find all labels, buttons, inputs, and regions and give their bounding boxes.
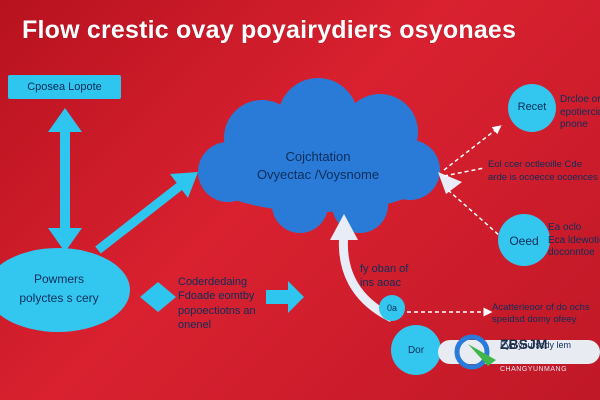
circle-oa — [379, 295, 405, 321]
left-double-arrow — [48, 108, 82, 252]
left-ellipse — [0, 248, 130, 332]
watermark-logo-icon — [454, 334, 496, 370]
top-left-box: Cposea Lopote — [8, 75, 121, 99]
bottom-center-text: fy oban of ins aoac — [360, 262, 408, 291]
bottom-center-line2: ins aoac — [360, 277, 401, 290]
left-ellipse-label: Powmers polyctes s cery — [0, 270, 120, 307]
circle-top-label: Recet — [517, 101, 547, 113]
circle-top-right — [508, 84, 556, 132]
right-text-top-line3: pnone — [560, 119, 588, 130]
middle-right-arrow — [266, 281, 304, 313]
left-ellipse-line1: Powmers — [33, 272, 84, 286]
right-text-bottom-line1: Acatterleoor of do ochs — [492, 302, 590, 313]
middle-text-line4: onenel — [178, 318, 212, 331]
middle-text-block: Coderdedaing Fdoade eomtby popoectiotns … — [178, 275, 256, 332]
bottom-pill — [438, 340, 600, 364]
circle-middle-label: Oeed — [509, 234, 539, 248]
right-text-upper-mid: Eol ccer octleoille Cde arde is ocoecce … — [488, 158, 598, 185]
middle-text-line2: Fdoade eomtby — [178, 290, 255, 303]
right-text-bottom-line2: speidsd domy ofeey — [492, 314, 577, 326]
bottom-center-line1: fy oban of — [360, 263, 409, 275]
cloud-label: Cojchtation Ovyectac /Voysnome — [236, 148, 400, 183]
central-cloud — [198, 78, 440, 233]
circle-bottom-label: Dor — [407, 345, 425, 356]
right-text-lower-mid-line3: doconntoe — [548, 247, 595, 258]
right-text-top-line2: epotiercidae — [560, 106, 600, 118]
cloud-label-line1: Cojchtation — [285, 149, 351, 164]
right-text-upper-mid-line2: arde is ocoecce ocoences — [488, 172, 598, 184]
diagonal-arrow-to-cloud — [95, 172, 198, 254]
right-text-lower-mid-line2: Eca ldewotion — [548, 234, 600, 246]
cloud-side-arrow — [438, 172, 462, 194]
right-text-lower-mid-line1: Ea oclo — [548, 222, 582, 233]
top-left-box-label: Cposea Lopote — [27, 81, 102, 93]
circle-bottom — [391, 325, 441, 375]
diagram-title: Flow crestic ovay poyairydiers osyonaes — [22, 16, 517, 44]
right-text-bottom: Acatterleoor of do ochs speidsd domy ofe… — [492, 302, 590, 327]
watermark-main: ZBSJM — [500, 336, 548, 352]
middle-text-line1: Coderdedaing — [178, 276, 248, 288]
right-text-top: Drcloe or epotiercidae pnone — [560, 94, 600, 132]
right-text-top-line1: Drcloe or — [560, 94, 600, 105]
middle-text-line3: popoectiotns an — [178, 304, 256, 317]
circle-middle-right — [498, 214, 550, 266]
right-text-lower-mid: Ea oclo Eca ldewotion doconntoe — [548, 222, 600, 260]
left-ellipse-line2: polyctes s cery — [19, 290, 99, 305]
cloud-label-line2: Ovyectac /Voysnome — [256, 166, 380, 182]
circle-oa-label: 0a — [386, 303, 397, 313]
right-text-upper-mid-line1: Eol ccer octleoille Cde — [488, 159, 582, 170]
watermark-sub: CHANGYUNMANG — [500, 366, 568, 373]
bottom-pill-label: Eyo yourscdy lem — [500, 340, 572, 350]
middle-double-arrow — [140, 282, 176, 312]
